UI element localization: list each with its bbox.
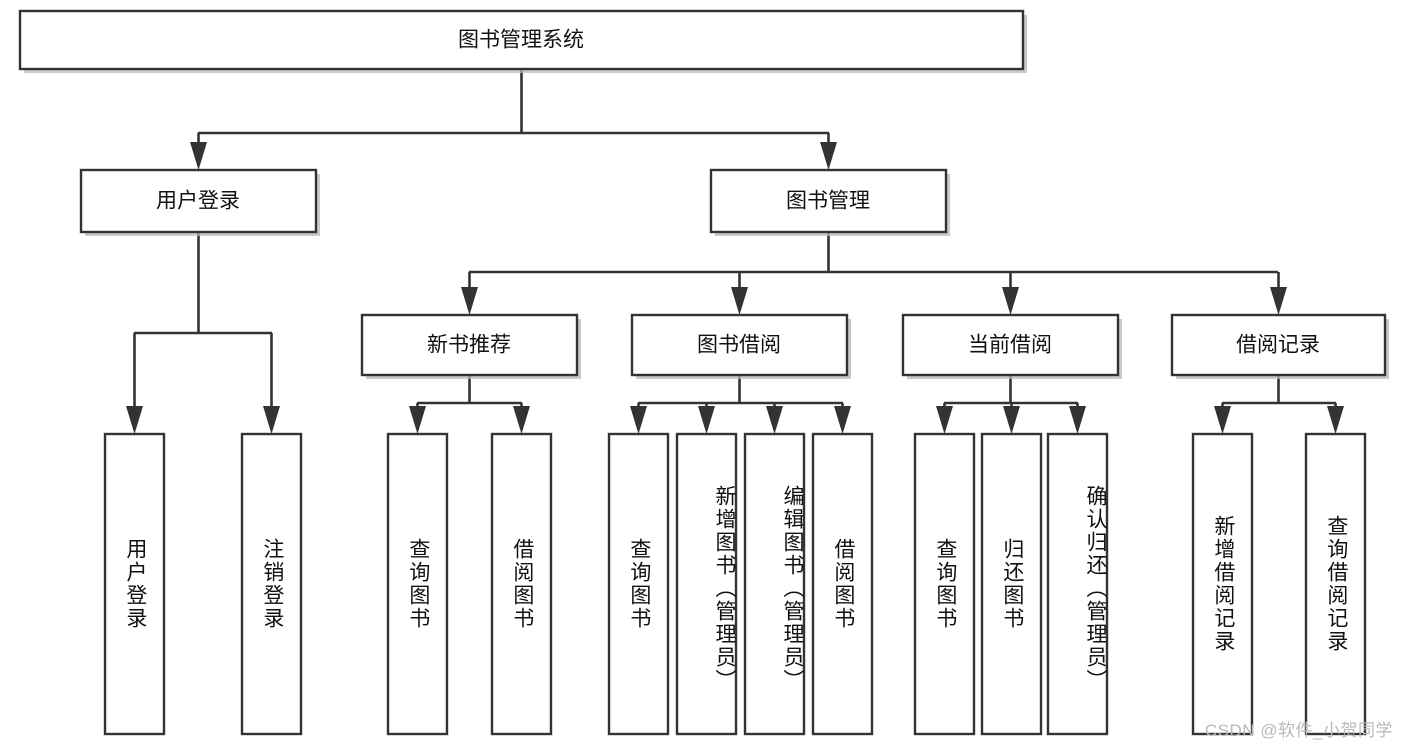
arrow-borrow-record-leaf-2 [1327, 406, 1344, 434]
arrow-user-login-leaf-2 [263, 406, 280, 434]
arrow-new-book-leaf-2 [513, 406, 530, 434]
node-book-borrow-label: 图书借阅 [697, 334, 781, 357]
csdn-watermark: CSDN @软件_小贺同学 [1204, 721, 1393, 740]
leaf-box-book-borrow-2[interactable] [675, 432, 738, 736]
arrow-current-borrow-leaf-3 [1069, 406, 1086, 434]
arrow-book-borrow-leaf-4 [834, 406, 851, 434]
node-root-label: 图书管理系统 [458, 29, 584, 52]
leaf-box-book-borrow-1[interactable] [607, 432, 670, 736]
leaf-box-borrow-record-1[interactable] [1191, 432, 1254, 736]
node-root-book-system[interactable]: 图书管理系统 [18, 9, 1027, 73]
arrow-to-new-book [461, 287, 478, 315]
node-borrow-record[interactable]: 借阅记录 [1170, 313, 1389, 379]
node-book-borrow[interactable]: 图书借阅 [630, 313, 851, 379]
arrow-root-to-user-login [190, 142, 207, 170]
node-borrow-record-label: 借阅记录 [1236, 334, 1320, 357]
arrow-to-current-borrow [1002, 287, 1019, 315]
leaf-box-user-login-1[interactable] [103, 432, 166, 736]
arrow-book-borrow-leaf-3 [766, 406, 783, 434]
arrow-book-borrow-leaf-1 [630, 406, 647, 434]
leaf-box-book-borrow-3[interactable] [743, 432, 806, 736]
node-current-borrow-label: 当前借阅 [968, 334, 1052, 357]
leaf-box-current-borrow-1[interactable] [913, 432, 976, 736]
leaf-box-borrow-record-2[interactable] [1304, 432, 1367, 736]
leaf-box-current-borrow-3[interactable] [1046, 432, 1109, 736]
connector-layer [126, 69, 1344, 434]
arrow-new-book-leaf-1 [409, 406, 426, 434]
arrow-root-to-book-manage [820, 142, 837, 170]
node-book-manage[interactable]: 图书管理 [709, 168, 950, 236]
leaf-box-book-borrow-4[interactable] [811, 432, 874, 736]
leaf-box-user-login-2[interactable] [240, 432, 303, 736]
node-current-borrow[interactable]: 当前借阅 [901, 313, 1122, 379]
arrow-current-borrow-leaf-2 [1003, 406, 1020, 434]
arrow-to-book-borrow [731, 287, 748, 315]
node-book-manage-label: 图书管理 [786, 190, 870, 213]
arrow-book-borrow-leaf-2 [698, 406, 715, 434]
node-new-book-recommend[interactable]: 新书推荐 [360, 313, 581, 379]
leaf-box-current-borrow-2[interactable] [980, 432, 1043, 736]
arrow-user-login-leaf-1 [126, 406, 143, 434]
arrow-to-borrow-record [1270, 287, 1287, 315]
node-new-book-recommend-label: 新书推荐 [427, 334, 511, 357]
node-user-login-label: 用户登录 [156, 190, 240, 213]
arrow-current-borrow-leaf-1 [936, 406, 953, 434]
leaf-box-new-book-1[interactable] [386, 432, 449, 736]
node-user-login[interactable]: 用户登录 [79, 168, 320, 236]
leaf-box-new-book-2[interactable] [490, 432, 553, 736]
arrow-borrow-record-leaf-1 [1214, 406, 1231, 434]
